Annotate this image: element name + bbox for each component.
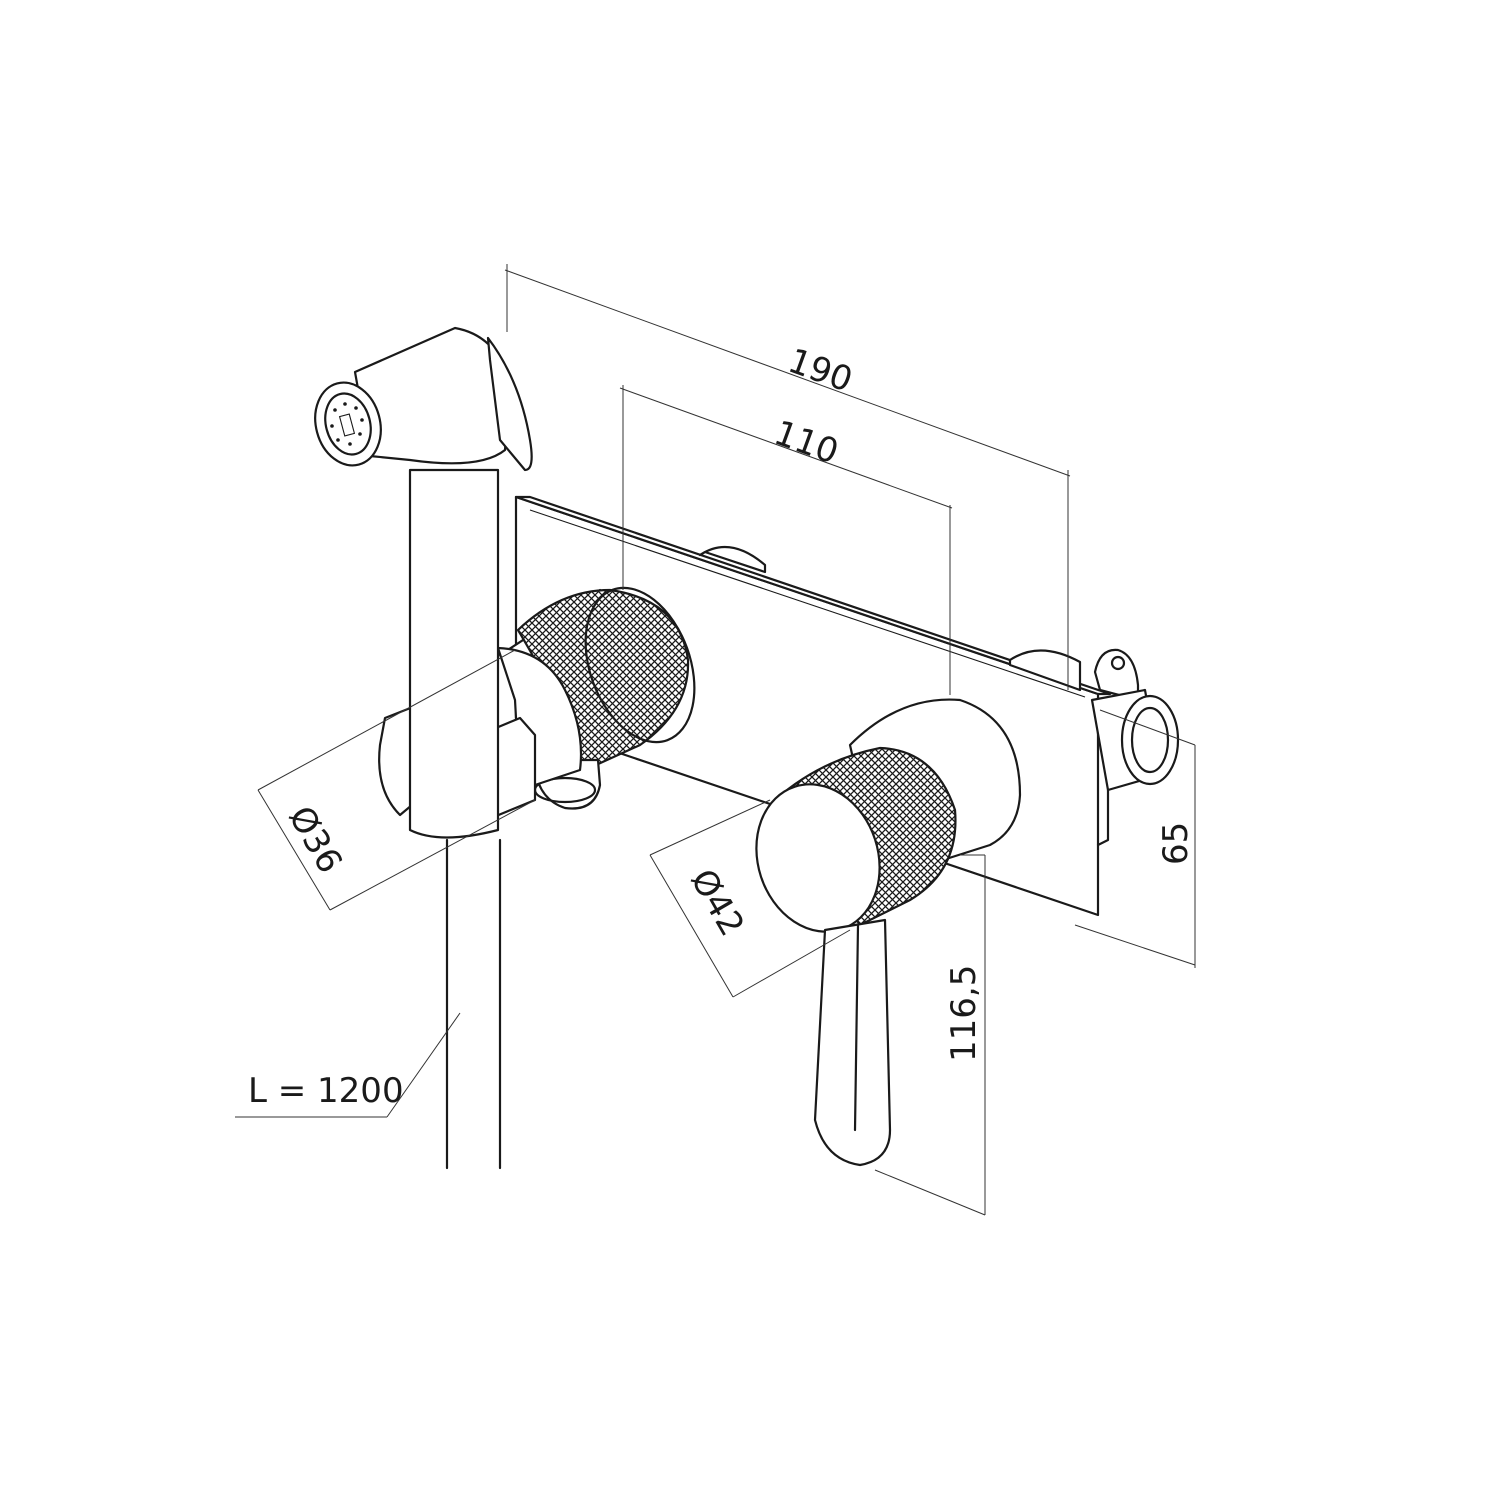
dim-diameter-36-label: Ø36 <box>280 800 350 881</box>
valve-body <box>698 545 1082 692</box>
spray-nozzles <box>330 402 364 446</box>
dimension-lines <box>235 264 1196 1216</box>
dim-diameter-42-label: Ø42 <box>682 863 752 944</box>
dim-116-5-label: 116,5 <box>944 965 984 1062</box>
dim-110-label: 110 <box>769 413 844 473</box>
inlet-connector <box>1090 648 1180 847</box>
dim-65-label: 65 <box>1156 822 1196 865</box>
shower-hose <box>445 838 502 1170</box>
hand-shower <box>314 326 533 839</box>
dim-190-label: 190 <box>783 341 858 401</box>
right-mixer-knob <box>755 698 1022 1167</box>
hose-length-label: L = 1200 <box>248 1071 404 1111</box>
